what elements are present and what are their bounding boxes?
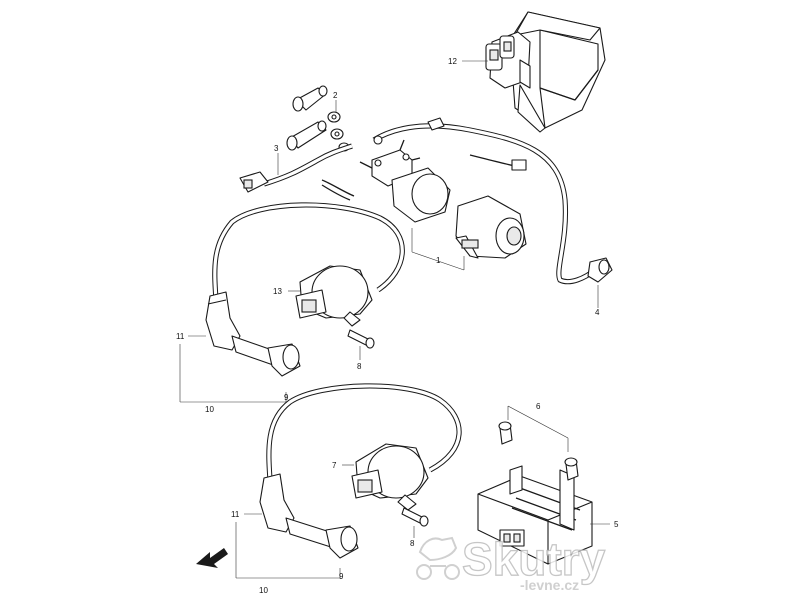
- callout-11-lower: 11: [231, 510, 240, 519]
- screw-8-lower: [401, 507, 429, 527]
- callout-3: 3: [274, 144, 279, 153]
- control-unit-12: [485, 11, 606, 133]
- screw-8-upper: [347, 329, 375, 349]
- terminal-caps-2: [286, 85, 350, 152]
- callout-9-lower: 9: [339, 572, 344, 581]
- callout-10-lower: 10: [259, 586, 268, 595]
- scooter-logo-icon: [416, 536, 460, 580]
- callouts: 12 2 3 1 4 13 11 8 9 10 6 7 11 5 8 9 10: [176, 57, 619, 595]
- ht-lead-lower: [259, 383, 462, 559]
- leader-lines: [179, 60, 610, 579]
- callout-1: 1: [436, 256, 441, 265]
- starter-relay-1: [359, 139, 527, 259]
- callout-5: 5: [614, 520, 619, 529]
- callout-2: 2: [333, 91, 338, 100]
- front-direction-arrow-icon: [196, 548, 228, 568]
- ignition-coil-13: [295, 265, 373, 327]
- callout-12: 12: [448, 57, 457, 66]
- ht-lead-upper: [205, 202, 405, 377]
- callout-10-upper: 10: [205, 405, 214, 414]
- callout-9-upper: 9: [284, 393, 289, 402]
- watermark: Skutry -levne.cz: [416, 532, 606, 593]
- wire-harness-3: [239, 143, 355, 201]
- callout-13: 13: [273, 287, 282, 296]
- callout-6: 6: [536, 402, 541, 411]
- callout-8-lower: 8: [410, 539, 415, 548]
- callout-8-upper: 8: [357, 362, 362, 371]
- regulator-rectifier-5: [477, 465, 593, 565]
- watermark-brand: Skutry: [462, 533, 606, 585]
- callout-4: 4: [595, 308, 600, 317]
- callout-7: 7: [332, 461, 337, 470]
- bolts-6: [498, 421, 579, 481]
- ignition-coil-7: [351, 443, 429, 511]
- wire-lead-4: [372, 117, 613, 285]
- watermark-domain: -levne.cz: [520, 577, 579, 593]
- callout-11-upper: 11: [176, 332, 185, 341]
